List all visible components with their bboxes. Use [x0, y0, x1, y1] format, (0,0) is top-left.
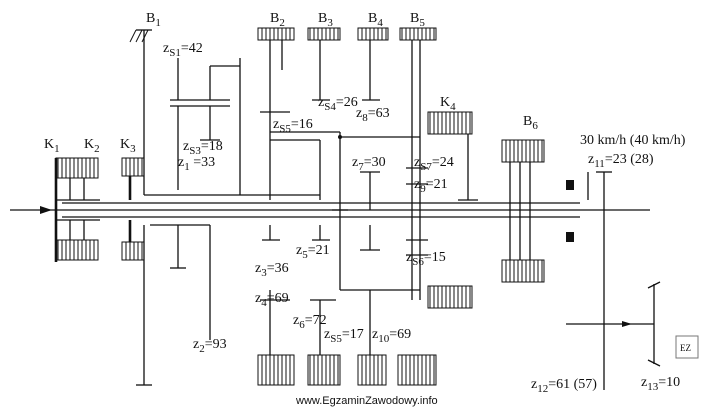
label-z9: z9=21: [414, 177, 448, 195]
watermark-text: www.EgzaminZawodowy.info: [295, 395, 438, 407]
brake-b5-clutch-k4: [397, 27, 478, 386]
brake-b4: [357, 27, 389, 101]
brake-b1: [129, 29, 320, 386]
label-z11: z11=23 (28): [588, 152, 654, 170]
speed-label: 30 km/h (40 km/h): [580, 133, 686, 148]
label-zs1: zS1=42: [163, 41, 203, 59]
gear-labels: zS1=42 zS3=18 z1 =33 zS5=16 zS4=26 z8=63…: [163, 41, 680, 395]
label-k3: K3: [120, 137, 136, 155]
label-z6: z6=72: [293, 313, 327, 331]
clutch-labels: K1 K2 K3 K4: [44, 95, 456, 155]
label-z1: z1 =33: [178, 155, 215, 173]
label-z12: z12=61 (57): [531, 377, 597, 395]
label-zs7: zS7=24: [414, 155, 454, 173]
label-z13: z13=10: [641, 375, 680, 393]
label-zs4: zS4=26: [318, 95, 358, 113]
label-z3: z3=36: [255, 261, 289, 279]
label-k1: K1: [44, 137, 60, 155]
label-zs5: zS5=16: [273, 117, 313, 135]
svg-text:EZ: EZ: [680, 343, 691, 353]
label-z8: z8=63: [356, 106, 390, 124]
label-b4: B4: [368, 11, 383, 29]
central-carrier: [332, 132, 420, 386]
label-z7: z7=30: [352, 155, 386, 173]
brake-b6: [501, 139, 545, 283]
final-drive: [566, 171, 661, 390]
upper-planet-carrier: [150, 58, 241, 340]
label-z5: z5=21: [296, 243, 330, 261]
label-z10: z10=69: [372, 327, 411, 345]
label-zs6: zS6=15: [406, 250, 446, 268]
brake-b2: [257, 27, 340, 386]
label-z2: z2=93: [193, 337, 227, 355]
label-b1: B1: [146, 11, 161, 29]
label-b6: B6: [523, 114, 538, 132]
clutch-k3: [121, 157, 145, 261]
label-b5: B5: [410, 11, 425, 29]
label-zs3: zS3=18: [183, 139, 223, 157]
clutch-k1-k2-pack: [54, 157, 100, 262]
label-k4: K4: [440, 95, 456, 113]
label-k2: K2: [84, 137, 100, 155]
label-z4: z4=69: [255, 291, 289, 309]
input-shaft: [10, 202, 650, 218]
brake-b3: [307, 27, 341, 386]
label-b2: B2: [270, 11, 285, 29]
brake-labels: B1 B2 B3 B4 B5 B6: [146, 11, 538, 132]
label-zs5b: zS5=17: [324, 327, 364, 345]
watermark-logo: EZ: [675, 335, 699, 359]
label-b3: B3: [318, 11, 333, 29]
